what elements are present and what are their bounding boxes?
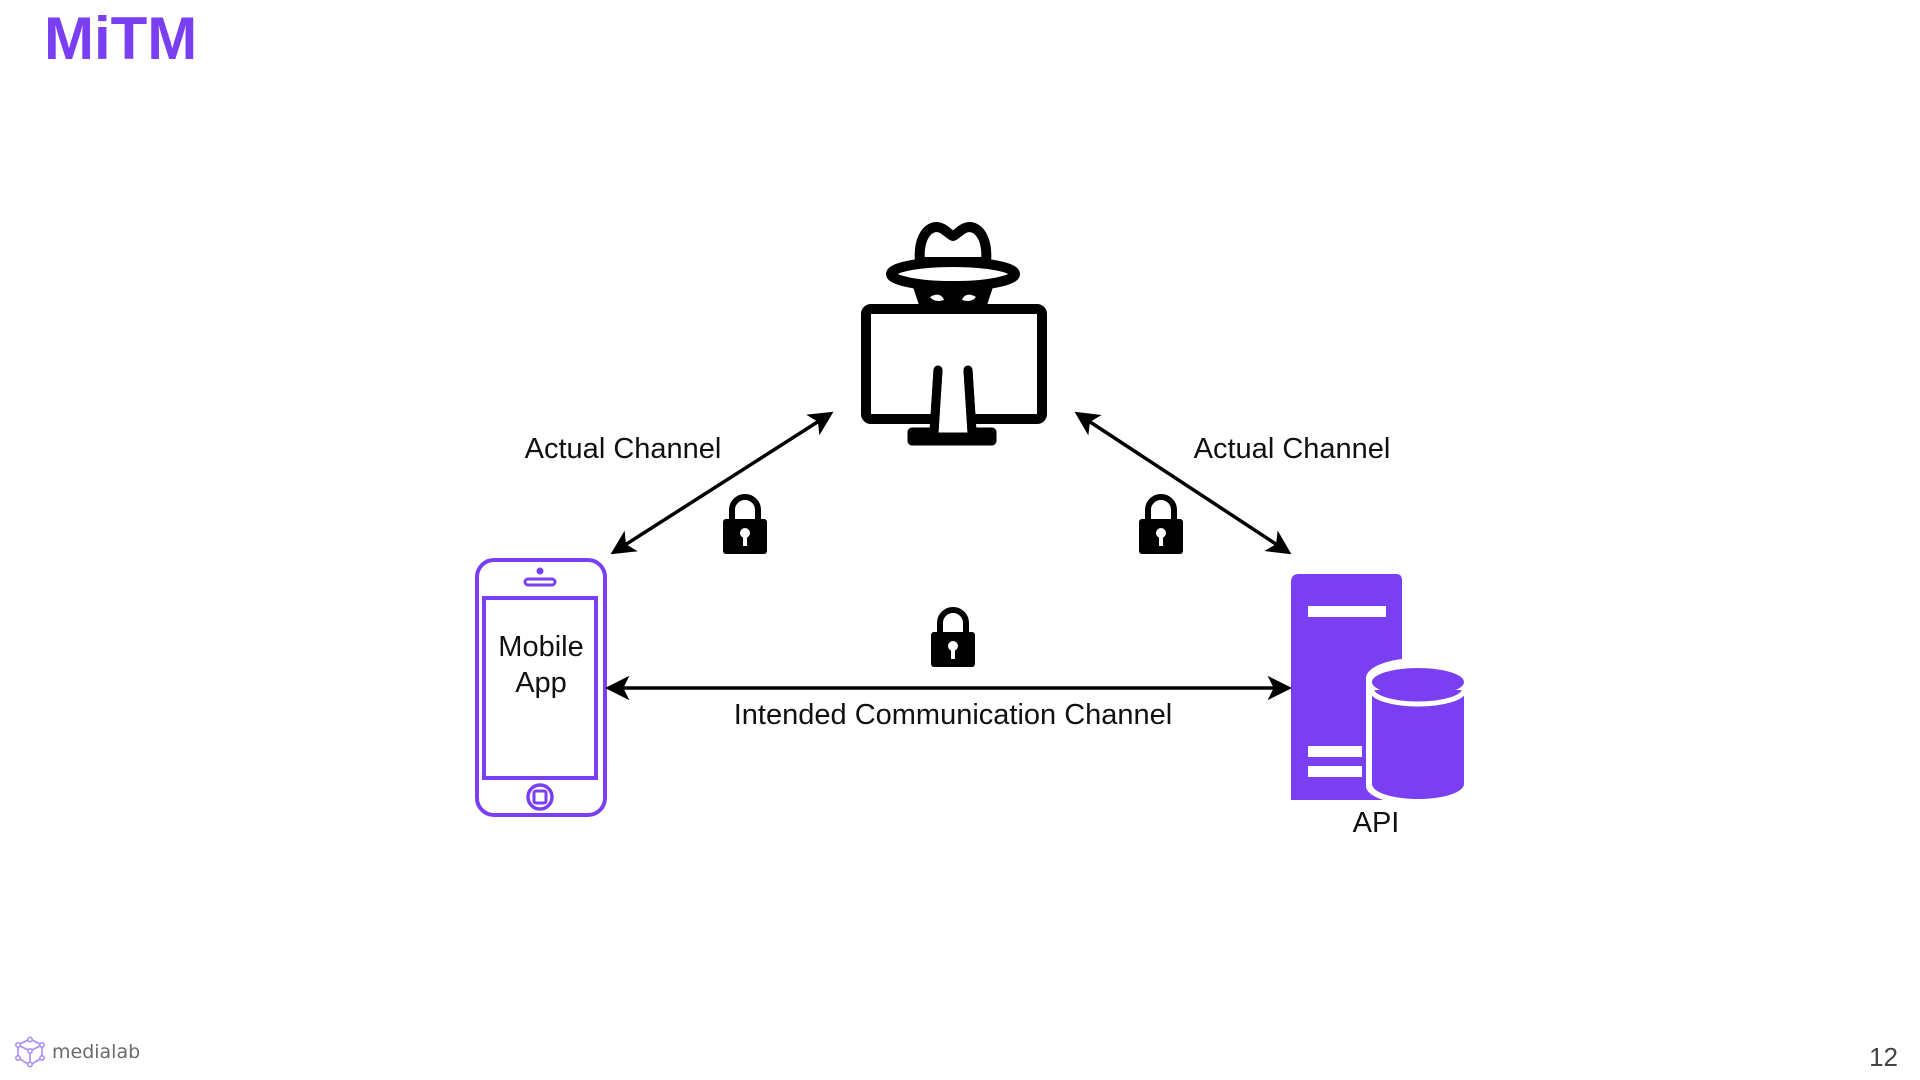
left-channel-arrow: [610, 411, 834, 555]
footer-brand: medialab: [14, 1036, 140, 1068]
hacker-monitor-icon: [861, 222, 1047, 446]
mobile-app-node: Mobile App: [475, 558, 607, 817]
attacker-node: [861, 222, 1047, 446]
brand-name: medialab: [52, 1041, 141, 1063]
intended-channel-label: Intended Communication Channel: [734, 699, 1173, 731]
left-channel-label: Actual Channel: [525, 433, 722, 465]
lock-icon: [723, 497, 767, 554]
right-channel-label: Actual Channel: [1194, 433, 1391, 465]
page-number: 12: [1869, 1042, 1898, 1072]
lock-icon: [1139, 497, 1183, 554]
right-channel-arrow: [1074, 411, 1292, 555]
right-actual-channel: Actual Channel: [1074, 411, 1391, 555]
api-label: API: [1353, 807, 1400, 839]
server-database-icon: [1291, 574, 1470, 805]
intended-channel: Intended Communication Channel: [604, 610, 1293, 731]
slide-title: MiTM: [44, 5, 198, 72]
smartphone-icon: [475, 558, 607, 817]
left-actual-channel: Actual Channel: [525, 411, 834, 555]
mobile-app-label-line1: Mobile: [498, 631, 583, 663]
cube-network-icon: [15, 1036, 45, 1068]
api-node: API: [1291, 574, 1470, 839]
lock-icon: [931, 610, 975, 667]
mobile-app-label-line2: App: [515, 667, 567, 699]
